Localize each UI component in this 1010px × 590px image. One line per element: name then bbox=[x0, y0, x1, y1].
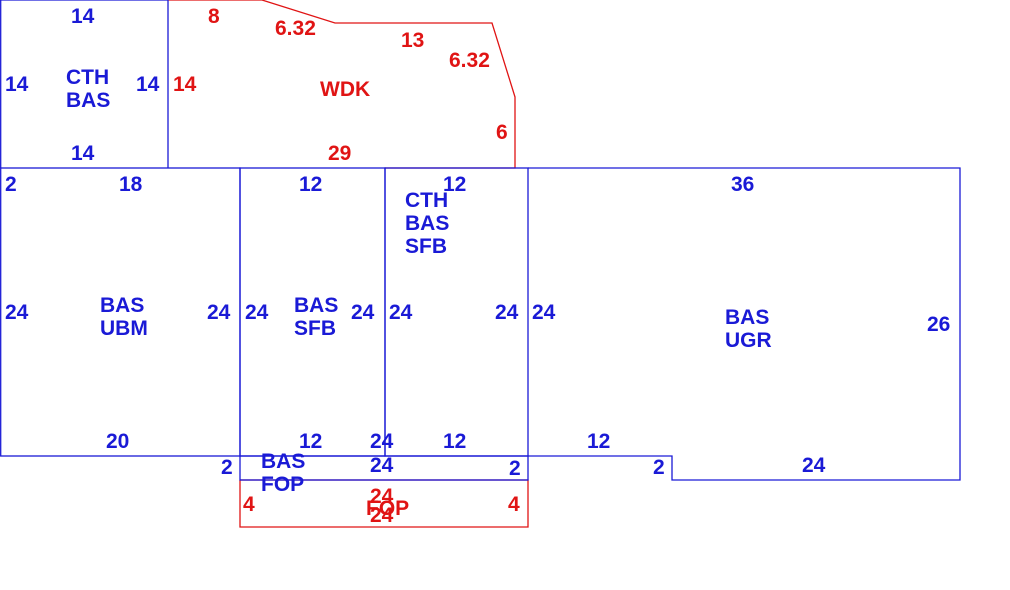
dimension-label: 12 bbox=[299, 430, 322, 453]
dimension-label: 2 bbox=[221, 456, 233, 479]
dimension-label: 29 bbox=[328, 142, 351, 165]
dimension-label: 2 bbox=[5, 173, 17, 196]
dimension-label: 12 bbox=[443, 430, 466, 453]
area-label-wdk: WDK bbox=[320, 78, 370, 101]
dimension-label: 24 bbox=[207, 301, 231, 324]
dimension-label: 2 bbox=[653, 456, 665, 479]
bas-fop-outline bbox=[239, 455, 529, 481]
area-label-fop: FOP bbox=[366, 497, 409, 520]
dimension-label: 12 bbox=[443, 173, 466, 196]
dimension-label: 24 bbox=[5, 301, 29, 324]
dimension-label: 26 bbox=[927, 313, 950, 336]
dimension-label: 4 bbox=[243, 493, 255, 516]
bas-ugr-outline bbox=[528, 167, 961, 481]
dimension-label: 14 bbox=[71, 142, 95, 165]
dimension-label: 20 bbox=[106, 430, 129, 453]
cth-bas-nw-outline bbox=[0, 0, 169, 168]
area-label-cth: CTH bbox=[405, 189, 448, 212]
area-label-bas: BAS bbox=[100, 294, 144, 317]
dimension-label: 24 bbox=[370, 454, 394, 477]
area-label-bas: BAS bbox=[261, 450, 305, 473]
dimension-label: 12 bbox=[299, 173, 322, 196]
dimension-label: 18 bbox=[119, 173, 143, 196]
dimension-label: 6.32 bbox=[275, 17, 316, 40]
dimension-label: 24 bbox=[245, 301, 269, 324]
area-label-bas: BAS bbox=[294, 294, 338, 317]
dimension-label: 24 bbox=[802, 454, 826, 477]
dimension-label: 14 bbox=[5, 73, 29, 96]
dimension-label: 36 bbox=[731, 173, 754, 196]
area-label-ugr: UGR bbox=[725, 329, 772, 352]
dimension-label: 4 bbox=[508, 493, 520, 516]
dimension-label: 24 bbox=[370, 485, 394, 508]
area-label-bas: BAS bbox=[66, 89, 110, 112]
dimension-label: 6 bbox=[496, 121, 508, 144]
area-label-bas: BAS bbox=[725, 306, 769, 329]
dimension-label: 24 bbox=[389, 301, 413, 324]
dimension-label: 13 bbox=[401, 29, 424, 52]
area-label-sfb: SFB bbox=[405, 235, 447, 258]
dimension-label: 14 bbox=[136, 73, 160, 96]
area-label-fop: FOP bbox=[261, 473, 304, 496]
dimension-label: 12 bbox=[587, 430, 610, 453]
dimension-label: 2 bbox=[509, 457, 521, 480]
dimension-label: 14 bbox=[71, 5, 95, 28]
area-label-bas: BAS bbox=[405, 212, 449, 235]
dimension-label: 6.32 bbox=[449, 49, 490, 72]
area-label-cth: CTH bbox=[66, 66, 109, 89]
dimension-label: 24 bbox=[370, 504, 394, 527]
dimension-label: 24 bbox=[495, 301, 519, 324]
area-label-sfb: SFB bbox=[294, 317, 336, 340]
dimension-label: 8 bbox=[208, 5, 220, 28]
dimension-label: 14 bbox=[173, 73, 197, 96]
dimension-label: 24 bbox=[532, 301, 556, 324]
area-label-ubm: UBM bbox=[100, 317, 148, 340]
dimension-label: 24 bbox=[370, 430, 394, 453]
dimension-label: 24 bbox=[351, 301, 375, 324]
